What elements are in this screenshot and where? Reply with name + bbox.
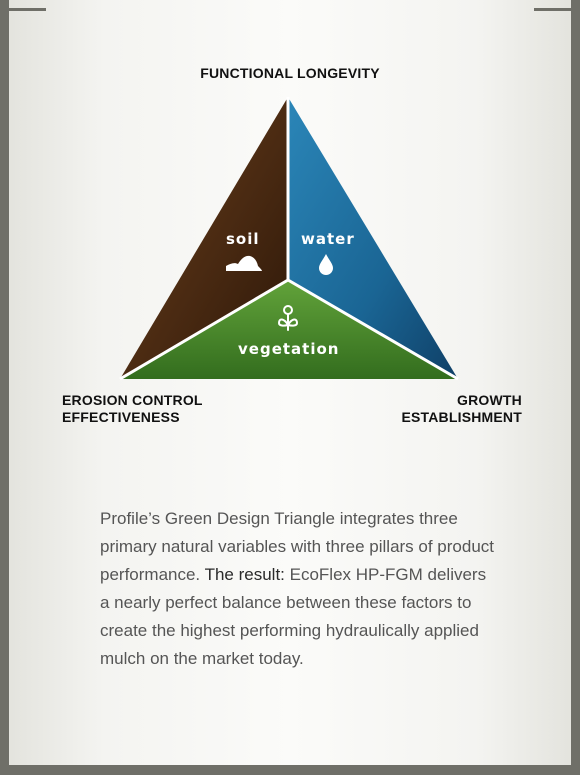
flower-icon — [277, 305, 299, 331]
left-border — [0, 0, 9, 775]
top-left-tab — [0, 8, 46, 11]
right-border — [571, 0, 580, 775]
water-drop-icon — [319, 254, 333, 275]
soil-label: soil — [226, 230, 260, 248]
caption-paragraph: Profile’s Green Design Triangle integrat… — [100, 505, 500, 673]
erosion-control-label: EROSION CONTROL EFFECTIVENESS — [62, 392, 203, 425]
caption-emphasis: The result: — [204, 565, 285, 584]
caption-text: Profile’s Green Design Triangle integrat… — [100, 509, 495, 584]
water-label: water — [301, 230, 355, 248]
vegetation-label: vegetation — [238, 340, 340, 358]
soil-region — [120, 97, 288, 379]
hills-icon — [226, 255, 262, 271]
growth-establishment-label: GROWTH ESTABLISHMENT — [401, 392, 522, 425]
caption-text-continued: EcoFlex HP-FGM delivers a nearly perfect… — [100, 565, 487, 668]
top-right-tab — [534, 8, 580, 11]
bottom-border — [0, 765, 580, 775]
water-region — [288, 97, 458, 379]
functional-longevity-label: FUNCTIONAL LONGEVITY — [200, 65, 380, 81]
